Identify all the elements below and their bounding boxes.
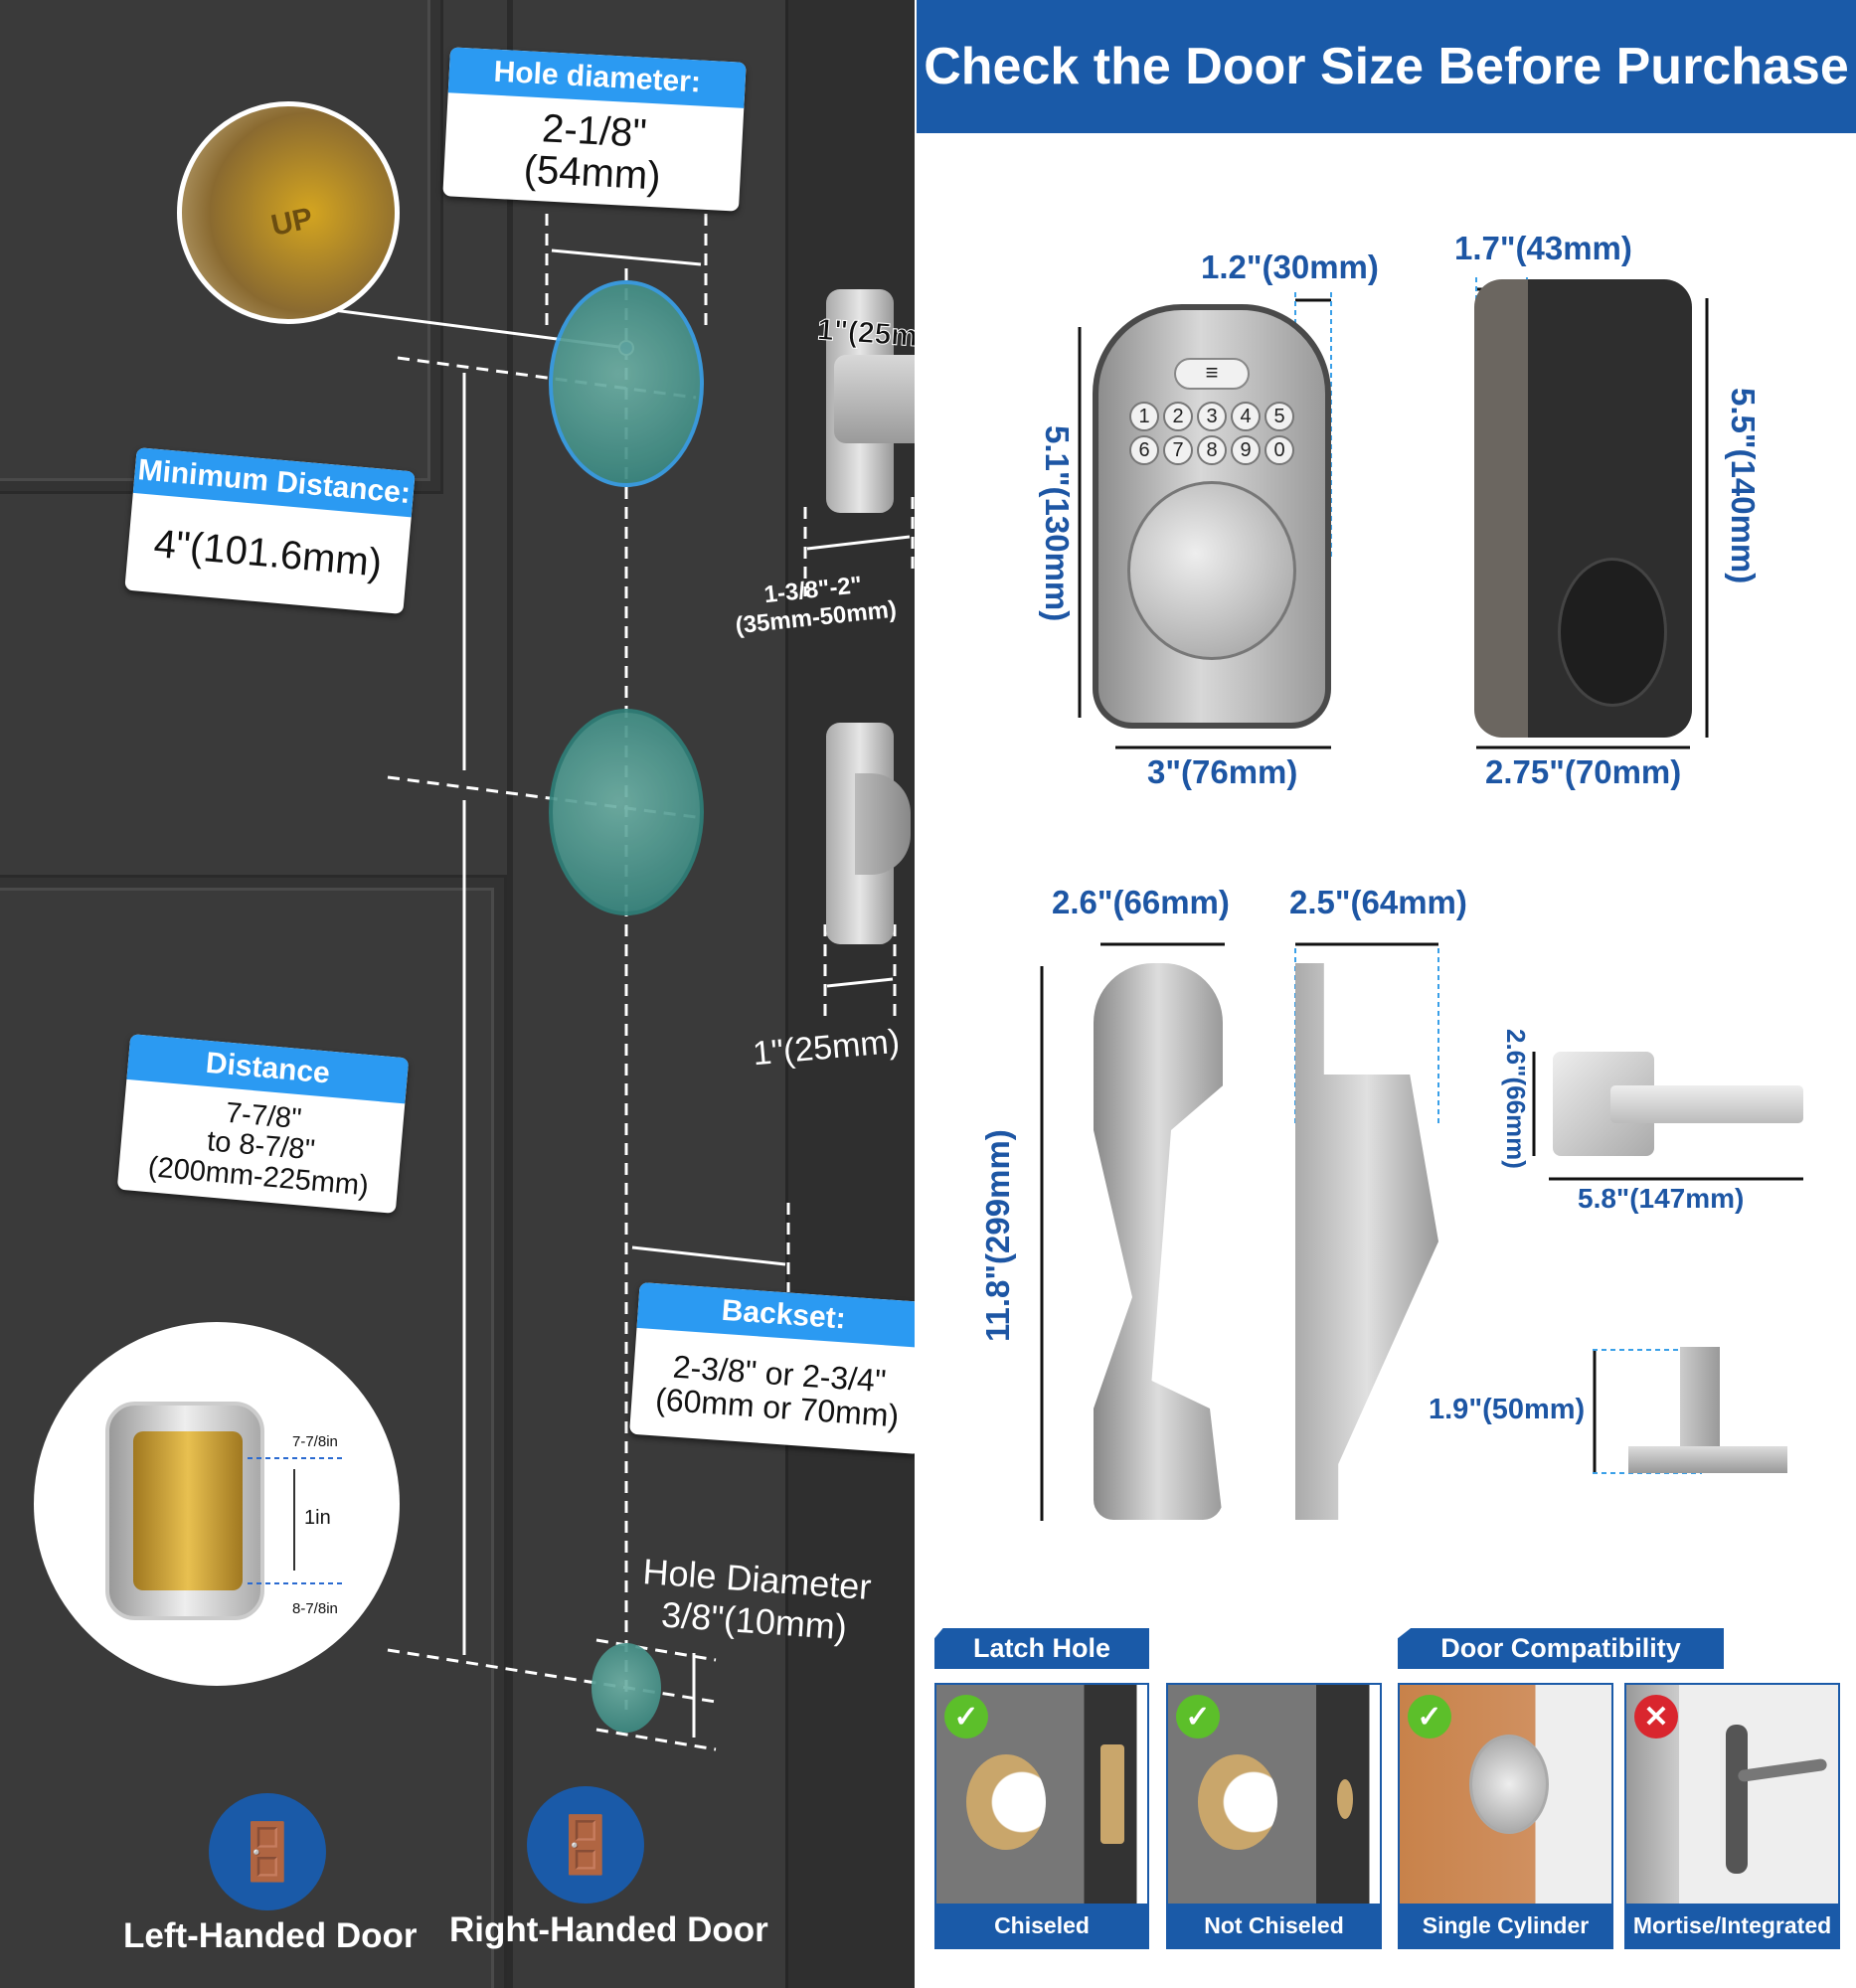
key-3: 3 [1197,402,1227,431]
handle-height-dim: 11.8"(299mm) [979,1129,1016,1342]
tile-caption: Mortise/Integrated [1626,1904,1838,1947]
keypad-depth-dim: 1.2"(30mm) [1201,248,1379,285]
left-handed-door-icon: 🚪 [209,1793,326,1910]
thumb-turn-shaft [1680,1347,1720,1456]
key-7: 7 [1163,435,1193,465]
key-1: 1 [1129,402,1159,431]
keypad-height-dim: 5.1"(130mm) [1039,425,1076,622]
dimension-lines [317,214,915,1751]
tile-mortise-integrated: ✕ Mortise/Integrated [1624,1683,1840,1949]
check-icon: ✓ [1408,1695,1451,1739]
mortise-handle-plate [1726,1725,1748,1874]
brass-plate [133,1431,243,1590]
chiseled-latch-mortise [1100,1744,1124,1844]
page-title: Check the Door Size Before Purchase [917,0,1856,133]
tile-caption: Single Cylinder [1400,1904,1611,1947]
lever-length-dim: 5.8"(147mm) [1578,1183,1745,1214]
deadbolt-knob-key-cylinder [1127,481,1296,660]
check-icon: ✓ [1176,1695,1220,1739]
key-4: 4 [1231,402,1261,431]
handle-width-dim: 2.6"(66mm) [1052,884,1230,920]
round-latch-hole [1337,1779,1353,1819]
door-stile-line [507,0,513,1988]
handle-depth-dim: 2.5"(64mm) [1289,884,1467,920]
key-8: 8 [1197,435,1227,465]
lever-height-dim: 2.6"(66mm) [1501,1029,1531,1169]
minimum-distance-label: Minimum Distance: 4"(101.6mm) [124,447,416,614]
tile-single-cylinder: ✓ Single Cylinder [1398,1683,1613,1949]
menu-key: ≡ [1174,358,1250,390]
distance-label: Distance 7-7/8"to 8-7/8"(200mm-225mm) [116,1034,410,1215]
bore-hole-image [1198,1754,1277,1850]
interior-unit [1474,279,1692,738]
deadbolt-hole [549,280,704,487]
mark-bottom: 8-7/8in [292,1600,338,1617]
interior-height-dim: 5.5"(140mm) [1725,388,1762,584]
tile-not-chiseled: ✓ Not Chiseled [1166,1683,1382,1949]
mortise-lever [1737,1757,1828,1783]
thumb-turn-base [1628,1446,1787,1473]
left-handed-door-label: Left-Handed Door [123,1916,418,1955]
hole-diameter-label: Hole diameter: 2-1/8"(54mm) [442,47,747,212]
tile-chiseled: ✓ Chiseled [934,1683,1149,1949]
check-icon: ✓ [944,1695,988,1739]
latch-bolt [855,773,911,875]
up-stamp: UP [267,202,316,243]
door-compatibility-heading: Door Compatibility [1398,1628,1724,1669]
latch-hole-heading: Latch Hole [934,1628,1149,1669]
cross-icon: ✕ [1634,1695,1678,1739]
key-0: 0 [1265,435,1294,465]
cylinder-lock-image [1469,1735,1549,1834]
keypad-width-dim-text: 3"(76mm) [1147,753,1298,790]
mark-top: 7-7/8in [292,1433,338,1450]
thumb-turn-dim: 1.9"(50mm) [1429,1394,1586,1425]
right-handed-door-icon: 🚪 [527,1786,644,1904]
lever-handle [1610,1085,1803,1123]
small-hole [591,1643,661,1733]
right-handed-door-label: Right-Handed Door [449,1910,768,1949]
backset-label: Backset: 2-3/8" or 2-3/4"(60mm or 70mm) [629,1281,915,1455]
thumb-turn [1558,558,1667,707]
key-2: 2 [1163,402,1193,431]
key-5: 5 [1265,402,1294,431]
door-illustration: UP 7-7/8in 1in 8-7/8in Hole diameter: 2-… [0,0,915,1988]
tile-caption: Chiseled [936,1904,1147,1947]
mark-mid: 1in [304,1507,331,1529]
latch-bore-hole [549,709,704,915]
bore-hole-image [966,1754,1046,1850]
magnifier-hinge-detail: 7-7/8in 1in 8-7/8in [34,1322,400,1686]
interior-depth-dim: 1.7"(43mm) [1454,230,1632,266]
lower-door-panel [0,875,507,1988]
interior-width-dim: 2.75"(70mm) [1485,753,1682,790]
key-9: 9 [1231,435,1261,465]
tile-caption: Not Chiseled [1168,1904,1380,1947]
deadbolt-bolt [834,355,915,443]
key-6: 6 [1129,435,1159,465]
magnifier-strike-detail: UP [177,101,400,324]
